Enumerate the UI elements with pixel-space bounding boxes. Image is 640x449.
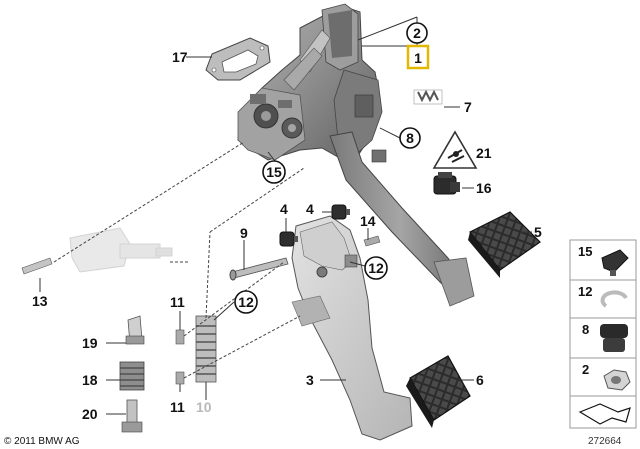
label-4-top: 4 [306,201,314,217]
gasket [205,37,271,81]
hex-nut-icon [603,369,631,391]
label-18: 18 [82,372,98,388]
arrow-icon [578,403,631,425]
pedal-bracket [237,3,475,307]
label-1: 1 [414,50,422,66]
label-15-ring [262,160,286,184]
highlight-box-1 [406,44,430,70]
label-21: 21 [476,145,492,161]
spring-18 [119,361,145,391]
pin-11-upper [175,329,185,345]
label-12-right: 12 [368,260,384,276]
bushing-left [279,231,298,247]
esd-warning-triangle [432,130,478,169]
legend-number-15: 15 [578,244,592,259]
label-4-left: 4 [280,201,288,217]
over-center-spring [195,315,217,383]
label-16: 16 [476,180,492,196]
label-12-left: 12 [238,294,254,310]
legend-cell-8 [569,317,637,359]
label-15: 15 [266,164,282,180]
circlip-icon [600,290,628,308]
label-11-upper: 11 [170,294,185,310]
pivot-bolt [229,257,289,281]
label-7: 7 [464,99,472,115]
label-17: 17 [172,49,188,65]
pushrod-pin [21,257,53,275]
master-cylinder-ghost [69,227,173,273]
callout-labels: 17 2 1 7 8 21 16 5 6 3 4 4 9 14 12 15 13… [32,22,542,422]
legend-number-12: 12 [578,284,592,299]
label-8-ring [399,127,421,149]
pin-11-lower [175,371,185,385]
dowel-pin [363,235,381,247]
label-9: 9 [240,225,248,241]
pedal-pad-6 [406,355,471,428]
return-spring [413,89,443,105]
bolt-20 [121,399,143,433]
label-12-right-ring [364,256,388,280]
label-13: 13 [32,293,48,309]
clip-icon [601,249,629,276]
label-10: 10 [196,399,212,415]
label-3: 3 [306,372,314,388]
label-5: 5 [534,224,542,240]
label-11-lower: 11 [170,399,185,415]
label-2-ring [406,22,428,44]
pedal-pad-5 [468,211,541,278]
diagram-number: 272664 [588,436,622,447]
label-20: 20 [82,406,98,422]
clip-19 [125,315,145,345]
clutch-pedal [291,215,413,441]
legend-number-8: 8 [582,322,589,337]
label-12-left-ring [234,290,258,314]
copyright-text: © 2011 BMW AG [4,436,80,447]
stop-buffer [433,172,460,195]
legend-number-2: 2 [582,362,589,377]
label-19: 19 [82,335,98,351]
label-6: 6 [476,372,484,388]
legend-panel: 15 12 8 2 [569,239,637,429]
rubber-buffer-icon [600,324,628,352]
label-14: 14 [360,213,376,229]
label-8: 8 [406,130,414,146]
label-2: 2 [413,25,421,41]
bushing-top [331,204,350,220]
